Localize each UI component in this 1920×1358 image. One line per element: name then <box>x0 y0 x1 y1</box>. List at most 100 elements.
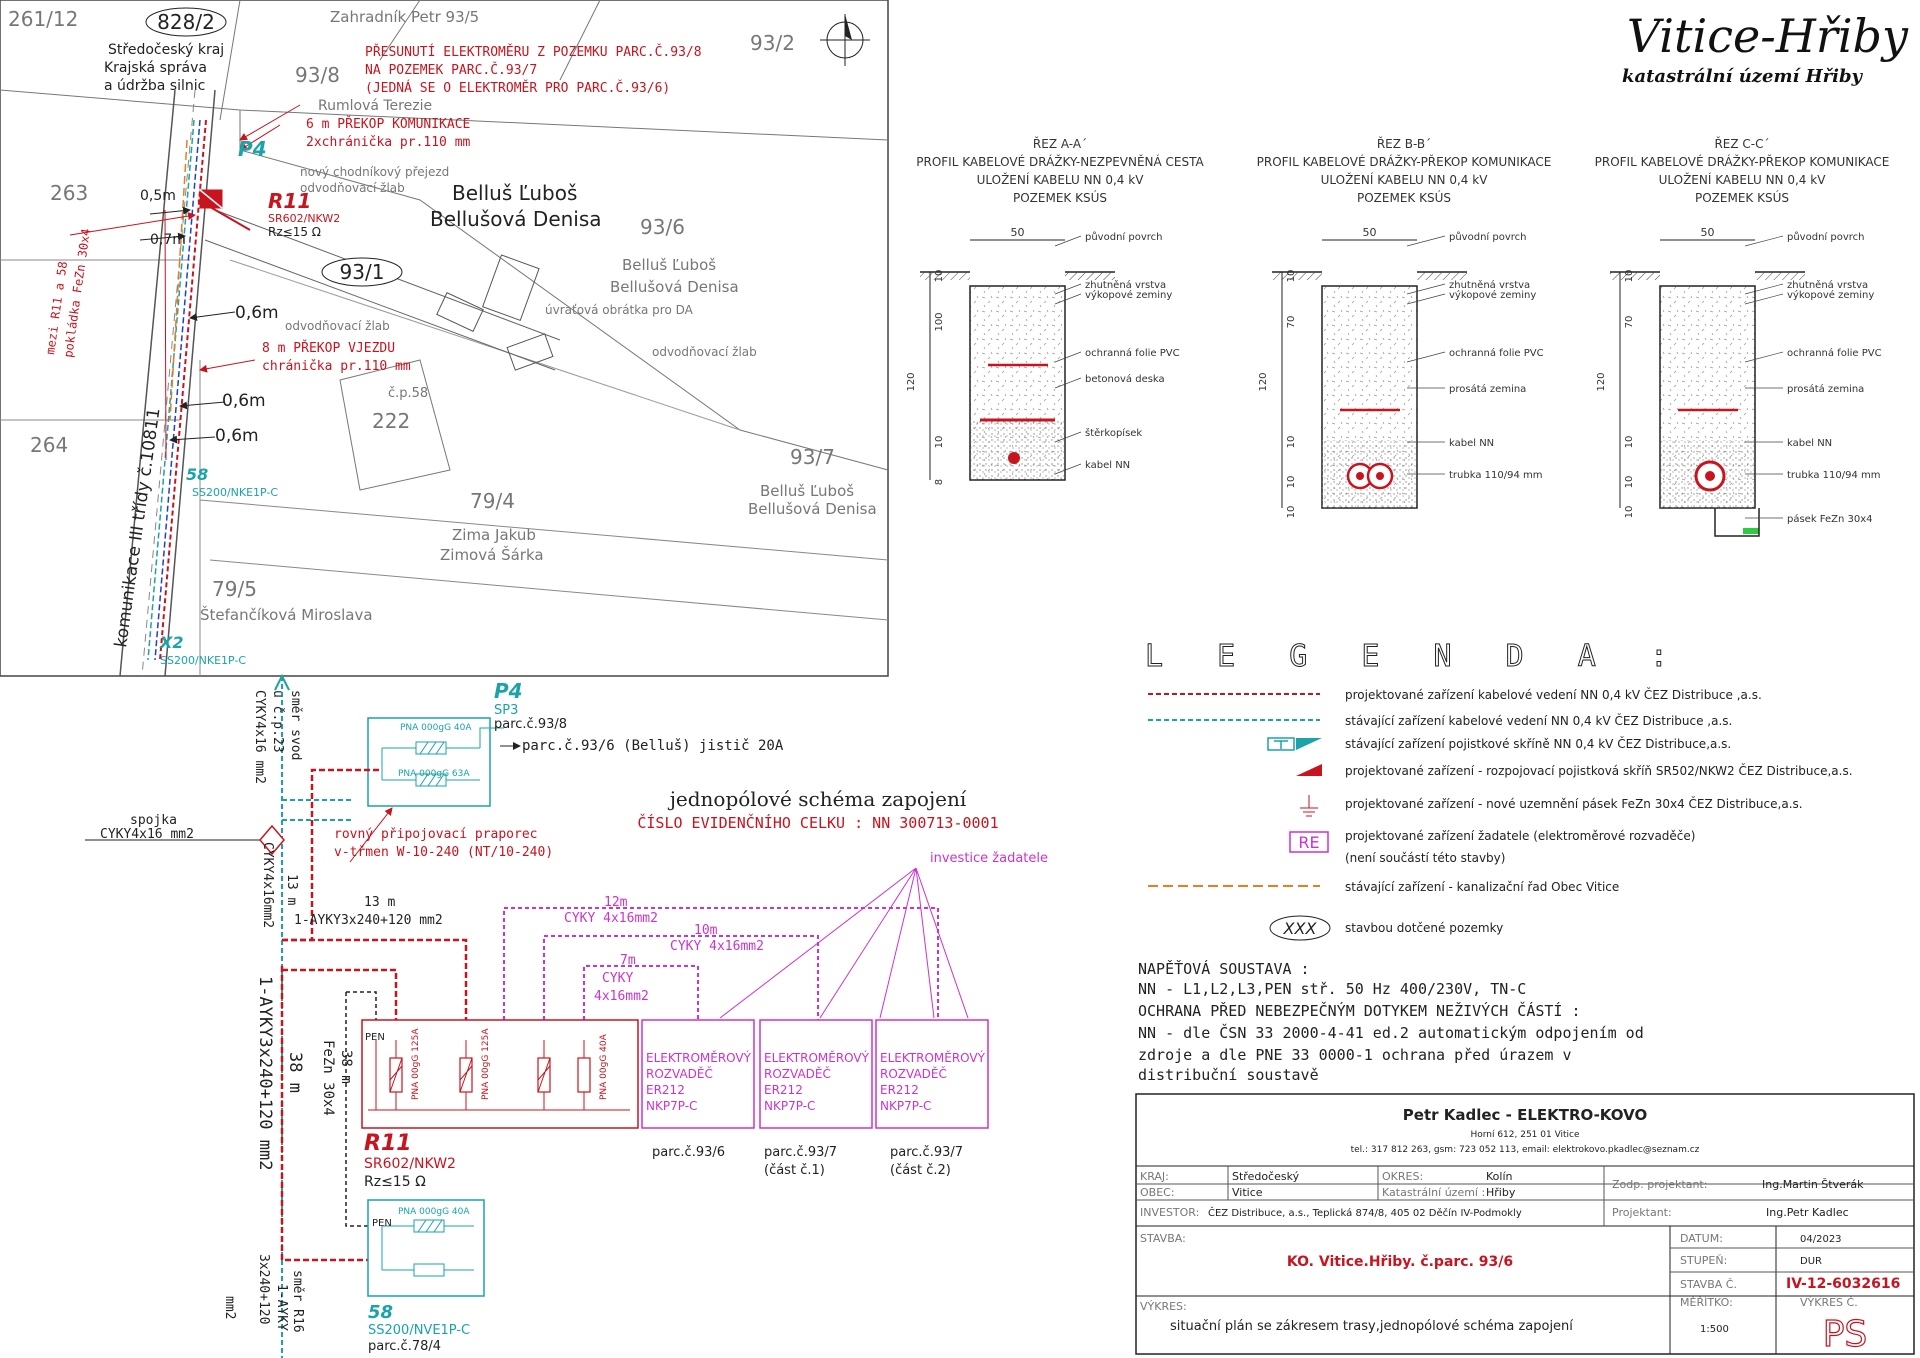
cyky-7m-type-2: 4x16mm2 <box>594 989 649 1004</box>
section-line-1: PROFIL KABELOVÉ DRÁŽKY-PŘEKOP KOMUNIKACE <box>1595 154 1890 169</box>
note-prejezd: nový chodníkový přejezd <box>300 165 449 179</box>
meter-parc-3a: parc.č.93/7 <box>890 1145 963 1160</box>
voltage-line-5: zdroje a dle PNE 33 0000-1 ochrana před … <box>1138 1046 1571 1064</box>
meter-text-3-1: ELEKTROMĚROVÝ <box>880 1050 986 1065</box>
ground-hatch <box>1272 272 1322 280</box>
meter-text-1-2: ROZVADĚČ <box>646 1066 713 1081</box>
r11-fuse-125-a: PNA 00gG 125A <box>411 1028 421 1100</box>
r11-box <box>361 1019 639 1129</box>
dim-value: 120 <box>1258 372 1269 391</box>
owner-kraj-2: Krajská správa <box>104 60 207 76</box>
bedding <box>970 420 1065 480</box>
tb-obec-value: Vitice <box>1232 1186 1263 1199</box>
legend-item-5: projektované zařízení - nové uzemnění pá… <box>1345 796 1803 811</box>
section-label-2: zhutněná vrstva <box>1787 279 1868 291</box>
dist-06-c: 0,6m <box>215 426 259 446</box>
legend-item-3: stávající zařízení pojistkové skříně NN … <box>1345 736 1731 751</box>
fuse-mark <box>389 1057 403 1093</box>
sheet-header: Vitice-Hřiby katastrální území Hřiby <box>1622 9 1909 87</box>
owner-bellus-big-2: Bellušová Denisa <box>430 207 602 231</box>
dim-value: 8 <box>934 479 945 485</box>
leader-line <box>1054 351 1082 363</box>
note-obratka: úvraťová obrátka pro DA <box>545 303 694 317</box>
section-label-6: kabel NN <box>1787 438 1832 449</box>
dist-13-a: 13 m <box>284 874 299 905</box>
section-label-4: ochranná folie PVC <box>1787 347 1882 359</box>
leader-line <box>1054 283 1082 295</box>
dim-value: 10 <box>1624 270 1635 283</box>
smer-svod-2: u č.p.23 <box>270 690 285 753</box>
cyky-12m-type: CYKY 4x16mm2 <box>564 911 658 926</box>
tb-zodp-value: Ing.Martin Štverák <box>1762 1178 1864 1191</box>
section-label-7: trubka 110/94 mm <box>1787 470 1880 481</box>
section-label-1: původní povrch <box>1787 231 1864 243</box>
dim-value: 10 <box>1624 436 1635 449</box>
owner-bellus-big-1: Belluš Ľuboš <box>452 181 577 205</box>
title-block: Petr Kadlec - ELEKTRO-KOVO Horní 612, 25… <box>1135 1093 1915 1356</box>
tb-investor-value: ČEZ Distribuce, a.s., Teplická 874/8, 40… <box>1208 1206 1522 1219</box>
note-pokladka-2: pokládka FeZn 30x4 <box>61 228 93 359</box>
tb-ku-label: Katastrální území : <box>1382 1186 1485 1199</box>
tb-stupen-value: DUR <box>1800 1256 1822 1267</box>
dim-value: 10 <box>1624 476 1635 489</box>
section-2: ŘEZ B-B´PROFIL KABELOVÉ DRÁŽKY-PŘEKOP KO… <box>1257 136 1552 518</box>
cable <box>1356 472 1364 480</box>
leader-line <box>1054 293 1082 305</box>
dim-value: 100 <box>934 312 945 331</box>
dist-38-a: 38 m <box>285 1052 305 1093</box>
section-label-5: betonová deska <box>1085 373 1165 385</box>
tb-stavba-value: KO. Vitice.Hřiby. č.parc. 93/6 <box>1287 1254 1513 1270</box>
ayky-a: 1-AYKY3x240+120 mm2 <box>294 913 443 928</box>
dim-value: 10 <box>1624 506 1635 519</box>
owner-zahradnik: Zahradník Petr 93/5 <box>330 8 479 26</box>
dim-value: 120 <box>1596 372 1607 391</box>
section-label-5: prosátá zemina <box>1449 383 1526 395</box>
cable <box>1705 471 1715 481</box>
parcel-263: 263 <box>50 181 88 205</box>
schema-parc-78-4: parc.č.78/4 <box>368 1339 441 1354</box>
tb-vykres-value: situační plán se zákresem trasy,jednopól… <box>1170 1319 1573 1334</box>
cyky-7m: 7m <box>620 953 636 968</box>
p4-fuse-63: PNA 000gG 63A <box>398 769 470 779</box>
schema-58: 58 <box>368 1302 393 1323</box>
meter-text-2-3: ER212 <box>764 1083 803 1097</box>
map-r11-type: SR602/NKW2 <box>268 212 340 225</box>
dist-13-b: 13 m <box>364 895 395 910</box>
section-line-2: ULOŽENÍ KABELU NN 0,4 kV <box>1321 172 1489 187</box>
leader-line <box>1744 293 1784 305</box>
meter-text-1-3: ER212 <box>646 1083 685 1097</box>
tb-proj-value: Ing.Petr Kadlec <box>1766 1206 1849 1219</box>
cable <box>1376 472 1384 480</box>
voltage-line-2: NN - L1,L2,L3,PEN stř. 50 Hz 400/230V, T… <box>1138 980 1526 998</box>
voltage-line-3: OCHRANA PŘED NEBEZPEČNÝM DOTYKEM NEŽIVÝC… <box>1138 1001 1581 1020</box>
section-1: ŘEZ A-A´PROFIL KABELOVÉ DRÁŽKY-NEZPEVNĚN… <box>906 136 1205 485</box>
legend-item-2: stávající zařízení kabelové vedení NN 0,… <box>1345 713 1732 728</box>
legend: L E G E N D A : RE XXX projektované zaří… <box>1145 639 1853 941</box>
leader-line <box>1406 235 1446 247</box>
map-58-label: 58 <box>186 465 208 484</box>
note-prekop-8: 8 m PŘEKOP VJEZDU <box>262 340 395 356</box>
section-label-2: zhutněná vrstva <box>1085 279 1166 291</box>
meter-text-2-4: NKP7P-C <box>764 1099 815 1113</box>
voltage-line-4: NN - dle ČSN 33 2000-4-41 ed.2 automatic… <box>1138 1023 1644 1042</box>
schema-parc-93-8: parc.č.93/8 <box>494 717 567 732</box>
schema-evid: ČÍSLO EVIDENČNÍHO CELKU : NN 300713-0001 <box>637 813 998 832</box>
section-label-6: štěrkopísek <box>1085 427 1142 439</box>
road-label: komunikace III třídy č.10811 <box>111 407 164 649</box>
voltage-line-6: distribuční soustavě <box>1138 1066 1319 1084</box>
dist-07: 0,7m <box>150 232 186 248</box>
p4-box <box>367 717 491 807</box>
section-line-3: POZEMEK KSÚS <box>1013 190 1107 205</box>
section-title: ŘEZ B-B´ <box>1377 136 1431 151</box>
r11-fuse-125-b: PNA 00gG 125A <box>481 1028 491 1100</box>
voltage-line-1: NAPĚŤOVÁ SOUSTAVA : <box>1138 959 1310 978</box>
section-label-7: trubka 110/94 mm <box>1449 470 1542 481</box>
spojka-label: spojka <box>130 813 177 828</box>
note-zlab-3: odvodňovací žlab <box>652 345 757 359</box>
schema-title: jednopólové schéma zapojení <box>668 787 967 811</box>
legend-item-4: projektované zařízení - rozpojovací poji… <box>1345 763 1853 778</box>
r11-fuse-40: PNA 00gG 40A <box>599 1033 609 1100</box>
section-label-4: ochranná folie PVC <box>1449 347 1544 359</box>
map-x2-type: SS200/NKE1P-C <box>160 654 246 667</box>
tb-datum-value: 04/2023 <box>1800 1234 1842 1245</box>
